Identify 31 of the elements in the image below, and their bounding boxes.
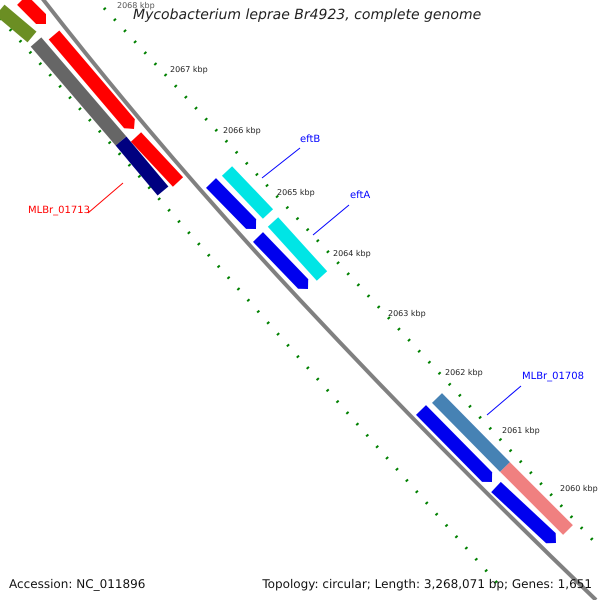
accession-note: Accession: NC_011896 [9, 576, 146, 593]
tick-label: 2062 kbp [445, 369, 483, 377]
gene-label: eftA [350, 191, 370, 201]
gene-block [30, 37, 126, 146]
tick-label: 2067 kbp [170, 66, 208, 74]
gene-block [491, 482, 556, 544]
gene-label: MLBr_01708 [522, 372, 584, 382]
tick-label: 2065 kbp [277, 189, 315, 197]
genome-info-note: Topology: circular; Length: 3,268,071 bp; Genes: 1,651 [262, 576, 592, 593]
gene-block [206, 178, 256, 229]
gene-block [48, 30, 135, 129]
gene-block [268, 217, 328, 281]
gene-block [253, 232, 308, 289]
leader-line [486, 386, 522, 416]
gene-block [416, 405, 492, 482]
tick-label: 2060 kbp [560, 485, 598, 493]
leader-line [88, 182, 124, 214]
tick-label: 2063 kbp [388, 310, 426, 318]
tick-label: 2061 kbp [502, 427, 540, 435]
gene-block [222, 166, 274, 219]
gene-block [0, 4, 36, 42]
gene-block [17, 0, 46, 24]
gene-block [116, 136, 168, 196]
title: Mycobacterium leprae Br4923, complete genome [133, 8, 482, 22]
gene-label: MLBr_01713 [28, 206, 90, 216]
tick-label: 2066 kbp [223, 127, 261, 135]
gene-label: eftB [300, 135, 320, 145]
leader-line [312, 204, 350, 236]
leader-line [262, 148, 300, 178]
gene-block [130, 132, 184, 187]
tick-label: 2068 kbp [117, 2, 155, 10]
